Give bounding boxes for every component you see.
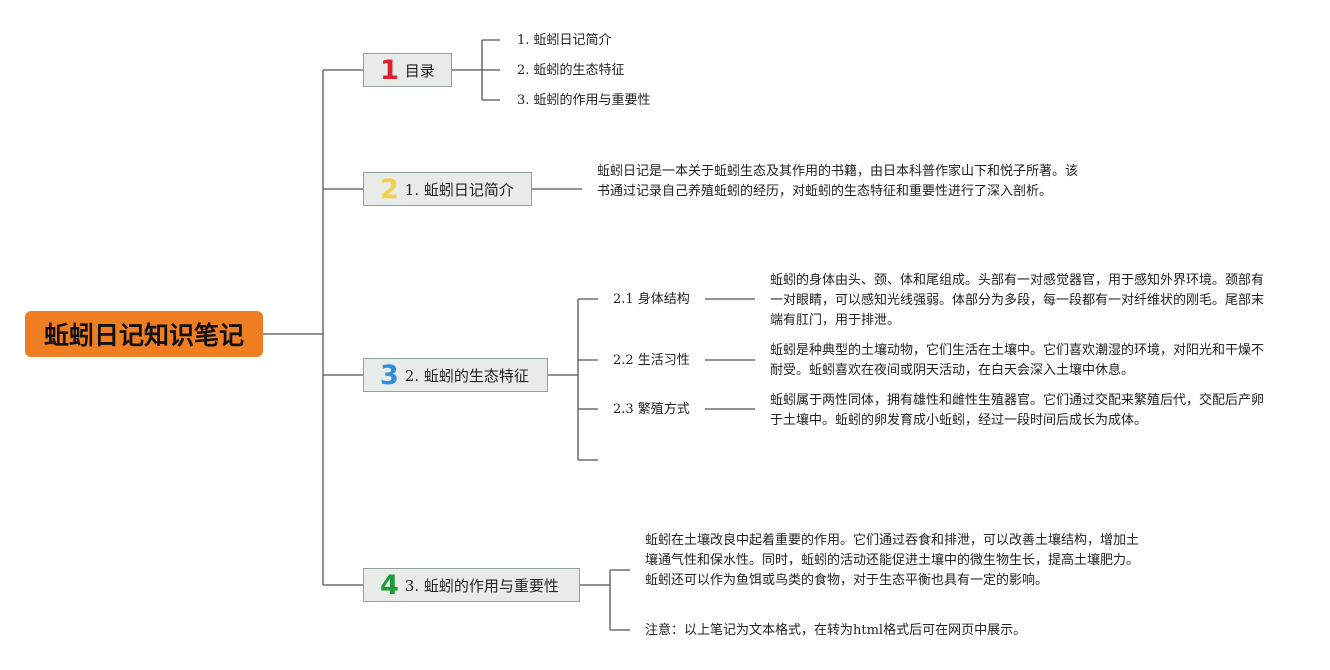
number-badge-icon: 4 xyxy=(380,569,399,601)
note-text: 注意：以上笔记为文本格式，在转为html格式后可在网页中展示。 xyxy=(645,623,1027,638)
reproduction-detail-text: 蚯蚓属于两性同体，拥有雄性和雌性生殖器官。它们通过交配来繁殖后代，交配后产卵于土… xyxy=(770,393,1265,428)
topic-node-importance[interactable]: 4 3. 蚯蚓的作用与重要性 xyxy=(363,568,580,602)
number-badge-icon: 3 xyxy=(380,359,399,391)
subtopic-habits[interactable]: 2.2 生活习性 xyxy=(613,353,690,368)
habits-detail-text: 蚯蚓是种典型的土壤动物，它们生活在土壤中。它们喜欢潮湿的环境，对阳光和干燥不耐受… xyxy=(770,343,1265,378)
root-title: 蚯蚓日记知识笔记 xyxy=(43,321,244,350)
subtopic-body-structure[interactable]: 2.1 身体结构 xyxy=(613,292,690,307)
number-badge-icon: 1 xyxy=(380,54,399,86)
root-node[interactable]: 蚯蚓日记知识笔记 xyxy=(25,311,263,357)
number-badge-icon: 2 xyxy=(380,173,399,205)
contents-item[interactable]: 1. 蚯蚓日记简介 xyxy=(517,33,612,48)
body-structure-detail-text: 蚯蚓的身体由头、颈、体和尾组成。头部有一对感觉器官，用于感知外界环境。颈部有一对… xyxy=(770,273,1265,328)
contents-item[interactable]: 3. 蚯蚓的作用与重要性 xyxy=(517,93,651,108)
topic-node-ecology[interactable]: 3 2. 蚯蚓的生态特征 xyxy=(363,358,548,392)
contents-item[interactable]: 2. 蚯蚓的生态特征 xyxy=(517,63,625,78)
topic-label: 3. 蚯蚓的作用与重要性 xyxy=(404,576,559,595)
importance-detail-text: 蚯蚓在土壤改良中起着重要的作用。它们通过吞食和排泄，可以改善土壤结构，增加土壤通… xyxy=(645,533,1140,588)
topic-node-intro[interactable]: 2 1. 蚯蚓日记简介 xyxy=(363,172,532,206)
intro-detail-text: 蚯蚓日记是一本关于蚯蚓生态及其作用的书籍，由日本科普作家山下和悦子所著。该书通过… xyxy=(597,164,1079,199)
topic-label: 目录 xyxy=(404,61,435,80)
topic-label: 2. 蚯蚓的生态特征 xyxy=(404,366,529,385)
topic-label: 1. 蚯蚓日记简介 xyxy=(404,180,514,199)
subtopic-reproduction[interactable]: 2.3 繁殖方式 xyxy=(613,402,690,417)
topic-node-contents[interactable]: 1 目录 xyxy=(363,53,452,87)
